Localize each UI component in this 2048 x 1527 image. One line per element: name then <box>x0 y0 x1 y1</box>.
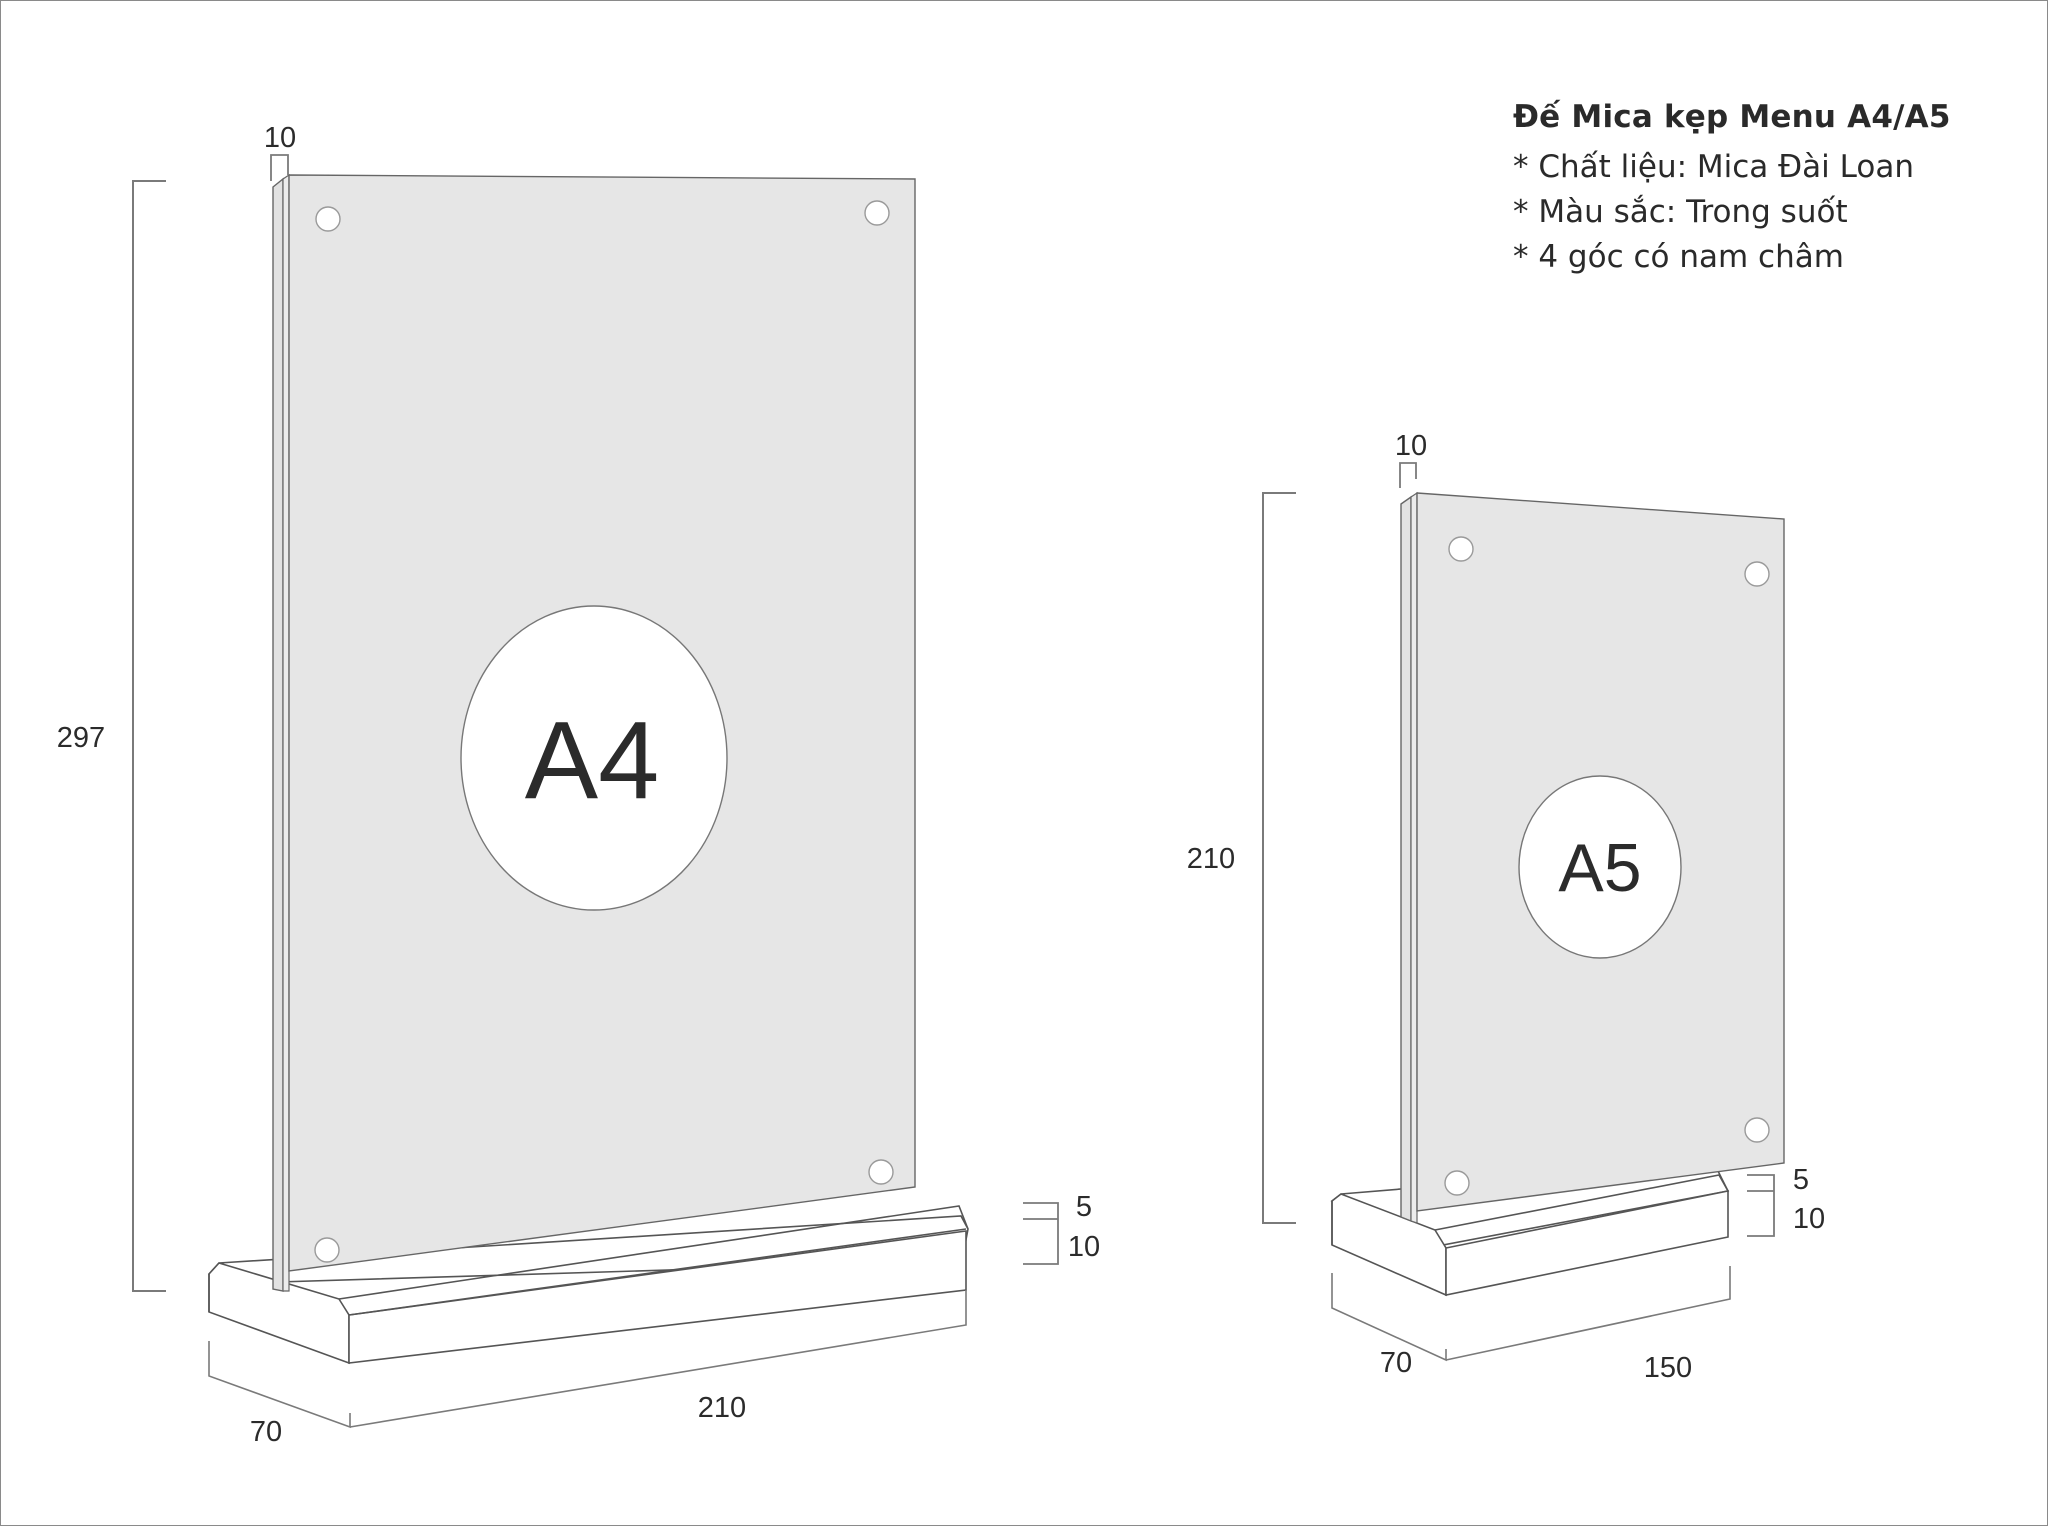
a5-footprint-dimension <box>1331 1266 1731 1362</box>
product-info: Đế Mica kẹp Menu A4/A5 * Chất liệu: Mica… <box>1513 99 1951 280</box>
a4-thickness-value: 10 <box>264 122 296 154</box>
a4-base-height-value: 10 <box>1068 1231 1100 1263</box>
spec-magnets: * 4 góc có nam châm <box>1513 239 1844 275</box>
spec-color: * Màu sắc: Trong suốt <box>1513 194 1848 230</box>
a5-base-top-value: 5 <box>1793 1164 1809 1196</box>
a5-depth-value: 70 <box>1380 1347 1412 1379</box>
magnet-icon <box>1444 1170 1470 1196</box>
a4-magnets <box>314 200 894 1263</box>
a4-base-height-dimension <box>1023 1202 1059 1265</box>
magnet-icon <box>1744 561 1770 587</box>
a5-base <box>1330 1162 1730 1297</box>
a5-stand: A5 210 10 5 10 70 150 <box>1187 430 1825 1384</box>
magnet-icon <box>864 200 890 226</box>
a5-label-badge <box>1518 775 1682 959</box>
a4-base-top-value: 5 <box>1076 1191 1092 1223</box>
product-title: Đế Mica kẹp Menu A4/A5 <box>1513 99 1951 135</box>
a4-depth-value: 70 <box>250 1416 282 1448</box>
a5-width-value: 150 <box>1644 1352 1692 1384</box>
spec-material: * Chất liệu: Mica Đài Loan <box>1513 149 1914 185</box>
magnet-icon <box>1744 1117 1770 1143</box>
a5-base-height-dimension <box>1747 1174 1775 1237</box>
a5-height-dimension <box>1262 492 1296 1224</box>
a5-magnets <box>1444 536 1770 1196</box>
magnet-icon <box>314 1237 340 1263</box>
a4-thickness-dimension <box>270 154 289 181</box>
a5-label: A5 <box>1558 830 1641 906</box>
a4-base <box>208 1205 969 1365</box>
a4-stand: A4 297 10 5 10 70 210 <box>57 122 1100 1448</box>
a4-panel-edge <box>272 177 284 1292</box>
a5-height-value: 210 <box>1187 843 1235 875</box>
a5-panel-edge <box>1400 495 1412 1223</box>
a5-base-height-value: 10 <box>1793 1203 1825 1235</box>
a4-footprint-dimension <box>208 1290 967 1429</box>
a4-label: A4 <box>525 699 660 822</box>
a5-thickness-dimension <box>1399 462 1417 488</box>
magnet-icon <box>315 206 341 232</box>
a4-width-value: 210 <box>698 1392 746 1424</box>
a5-thickness-value: 10 <box>1395 430 1427 462</box>
magnet-icon <box>868 1159 894 1185</box>
a4-label-badge <box>460 605 728 911</box>
a4-height-value: 297 <box>57 722 105 754</box>
magnet-icon <box>1448 536 1474 562</box>
a4-height-dimension <box>132 180 166 1292</box>
